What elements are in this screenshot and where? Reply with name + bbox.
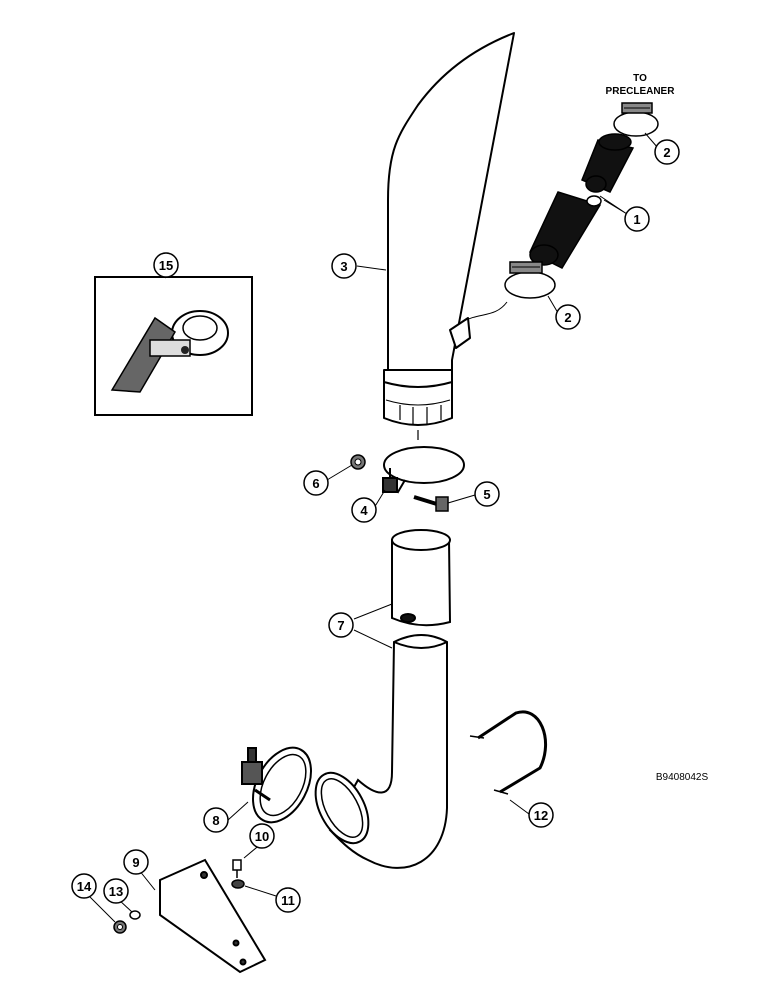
callout-10: 10 [249,823,275,849]
svg-text:9: 9 [132,855,139,870]
band-clamp-part [382,446,465,494]
svg-text:2: 2 [663,145,670,160]
callout-9: 9 [123,849,149,875]
precleaner-hose-part [529,133,635,269]
svg-text:6: 6 [312,476,319,491]
svg-text:14: 14 [77,879,92,894]
svg-text:2: 2 [564,310,571,325]
svg-text:5: 5 [483,487,490,502]
svg-text:8: 8 [212,813,219,828]
callout-4: 4 [351,497,377,523]
callout-3: 3 [331,253,357,279]
svg-text:13: 13 [109,884,123,899]
lock-washer-part [129,910,141,920]
callout-8: 8 [203,807,229,833]
svg-text:15: 15 [159,258,173,273]
small-nut-part [113,920,127,934]
hose-clamp-lower-part [504,261,556,299]
callout-13: 13 [103,878,129,904]
precleaner-note-line-1: TO [633,73,647,84]
svg-text:7: 7 [337,618,344,633]
callout-11: 11 [275,887,301,913]
bolt-part [413,495,449,512]
u-bolt-part [469,710,548,795]
exhaust-stack-part [383,32,515,440]
callout-15: 15 [153,252,179,278]
leader-lines [85,132,659,923]
callout-6: 6 [303,470,329,496]
hose-clamp-upper-part [613,102,659,137]
connection-line [461,301,508,323]
bracket-plate-part [159,858,267,974]
svg-text:12: 12 [534,808,548,823]
callout-5: 5 [474,481,500,507]
small-bolt-part [232,859,242,878]
callout-7: 7 [328,612,354,638]
elbow-pipe-part [314,634,448,869]
svg-text:10: 10 [255,829,269,844]
callout-2-lower: 2 [555,304,581,330]
callout-1: 1 [624,206,650,232]
svg-text:11: 11 [281,893,295,908]
reference-code: B9408042S [656,772,709,783]
precleaner-note-line-2: PRECLEANER [606,86,676,97]
callout-14: 14 [71,873,97,899]
washer-part [231,879,245,889]
callout-12: 12 [528,802,554,828]
svg-text:3: 3 [340,259,347,274]
nut-part [350,454,366,470]
callout-2-upper: 2 [654,139,680,165]
detail-inset-15 [94,276,253,416]
svg-text:4: 4 [360,503,368,518]
straight-pipe-part [391,529,452,627]
svg-text:1: 1 [633,212,640,227]
v-band-clamp-part [241,746,312,824]
